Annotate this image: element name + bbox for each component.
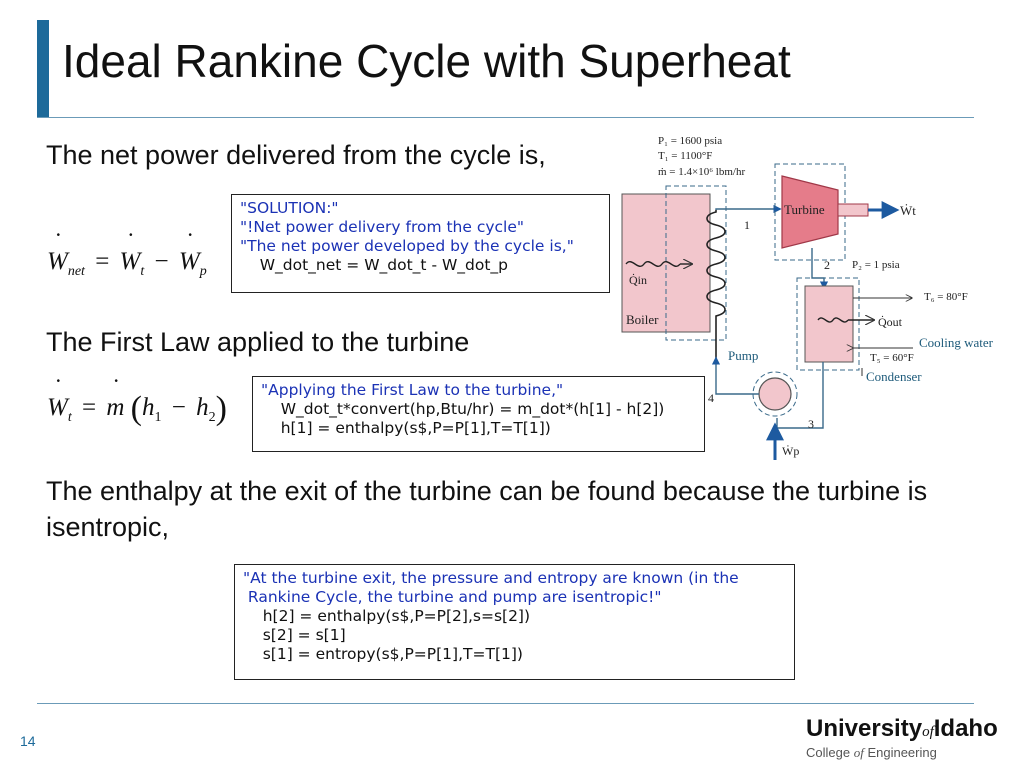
eq-net-term1: W — [120, 248, 141, 276]
code-line: "The net power developed by the cycle is… — [240, 237, 574, 255]
eq-turbine-mdot: m — [106, 394, 124, 422]
code-line: s[2] = s[1] — [243, 626, 346, 644]
code-line: W_dot_t*convert(hp,Btu/hr) = m_dot*(h[1]… — [261, 400, 665, 418]
boiler-boundary — [665, 185, 727, 341]
turbine-boundary — [774, 163, 846, 261]
diagram-wt-label: Ẇt — [900, 203, 916, 218]
slide-title: Ideal Rankine Cycle with Superheat — [62, 35, 791, 87]
diagram-turbine-label: Turbine — [784, 202, 825, 217]
eq-net-term2: W — [179, 248, 200, 276]
turbine-equation: Wt = m (h1 − h2) — [47, 390, 227, 428]
logo-main-text: UniversityofIdaho — [806, 715, 998, 742]
qout-heat-wave-icon — [817, 317, 849, 323]
diagram-condenser-label: Condenser — [866, 369, 922, 384]
eq-turbine-lhs: W — [47, 394, 68, 422]
title-divider — [37, 117, 974, 118]
footer-divider — [37, 703, 974, 704]
code-line: "Applying the First Law to the turbine," — [261, 381, 564, 399]
solution-code-box: "SOLUTION:" "!Net power delivery from th… — [231, 194, 610, 293]
turbine-shaft — [837, 203, 869, 217]
state-2-label: 2 — [824, 258, 830, 272]
diagram-qout-label: Q̇out — [878, 315, 903, 329]
diagram-p1-label: P₁ = 1600 psia — [658, 135, 722, 147]
diagram-p2-label: P₂ = 1 psia — [852, 259, 900, 271]
page-number: 14 — [20, 733, 36, 749]
state-4-label: 4 — [708, 391, 714, 405]
title-accent-bar — [37, 20, 49, 117]
code-line: "SOLUTION:" — [240, 199, 339, 217]
pump-circle — [758, 377, 792, 411]
code-line: Rankine Cycle, the turbine and pump are … — [243, 588, 662, 606]
condenser-box — [804, 285, 854, 363]
net-power-text: The net power delivered from the cycle i… — [46, 140, 546, 170]
diagram-t6-label: T₆ = 80°F — [924, 291, 968, 303]
code-line: s[1] = entropy(s$,P=P[1],T=T[1]) — [243, 645, 523, 663]
boiler-coil — [706, 210, 726, 358]
code-line: "At the turbine exit, the pressure and e… — [243, 569, 739, 587]
turbine-shape — [781, 175, 839, 249]
code-line: W_dot_net = W_dot_t - W_dot_p — [240, 256, 509, 274]
code-line: h[2] = enthalpy(s$,P=P[2],s=s[2]) — [243, 607, 531, 625]
diagram-qin-label: Q̇in — [629, 273, 647, 287]
net-power-equation: Wnet = Wt − Wp — [47, 248, 207, 280]
code-line: h[1] = enthalpy(s$,P=P[1],T=T[1]) — [261, 419, 551, 437]
diagram-pump-label: Pump — [728, 348, 758, 363]
first-law-code-box: "Applying the First Law to the turbine,"… — [252, 376, 705, 452]
diagram-cooling-water-label: Cooling water — [919, 335, 994, 350]
turbine-exit-code-box: "At the turbine exit, the pressure and e… — [234, 564, 795, 680]
diagram-t1-label: T₁ = 1100°F — [658, 150, 712, 162]
enthalpy-exit-text: The enthalpy at the exit of the turbine … — [46, 476, 928, 542]
condenser-boundary — [796, 277, 860, 371]
diagram-boiler-label: Boiler — [626, 312, 659, 327]
university-of-idaho-logo: UniversityofIdaho College of Engineering — [806, 715, 1016, 761]
diagram-wp-label: Ẇp — [782, 443, 799, 458]
diagram-mdot-label: ṁ = 1.4×10⁶ lbm/hr — [658, 166, 745, 178]
logo-sub-text: College of Engineering — [806, 745, 937, 760]
diagram-t5-label: T₅ = 60°F — [870, 352, 914, 364]
first-law-text: The First Law applied to the turbine — [46, 327, 470, 357]
state-3-label: 3 — [808, 417, 814, 431]
eq-net-lhs: W — [47, 248, 68, 276]
state-1-label: 1 — [744, 218, 750, 232]
rankine-cycle-diagram: P₁ = 1600 psia T₁ = 1100°F ṁ = 1.4×10⁶ … — [621, 135, 994, 460]
code-line: "!Net power delivery from the cycle" — [240, 218, 525, 236]
qin-heat-wave-icon — [625, 261, 681, 267]
